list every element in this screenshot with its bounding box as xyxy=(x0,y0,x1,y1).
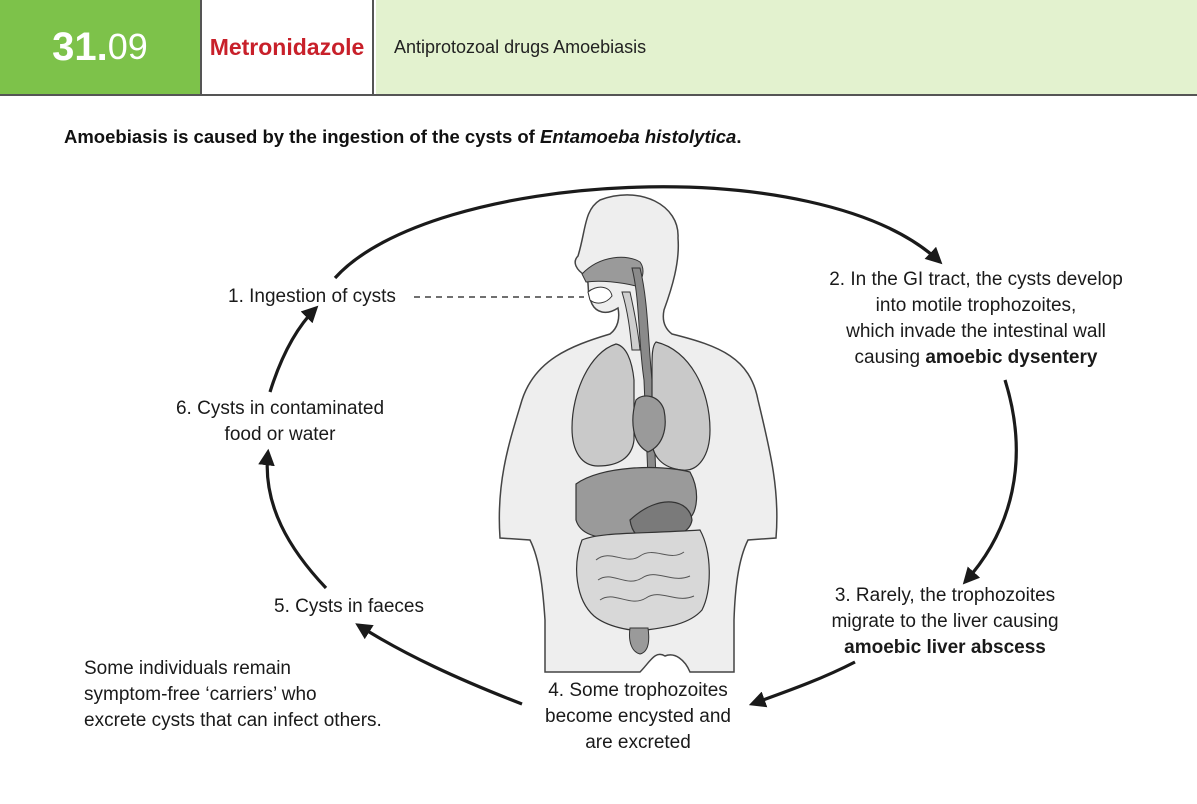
step-5-label: 5. Cysts in faeces xyxy=(274,594,424,620)
arrow-2-to-3 xyxy=(962,379,1018,585)
rectum xyxy=(629,627,650,655)
section-number-minor: 09 xyxy=(107,26,148,67)
arrow-1-to-2 xyxy=(333,185,943,280)
lifecycle-arrows xyxy=(258,185,1018,708)
step-2-line-2: into motile trophozoites, xyxy=(875,295,1077,316)
intestine-loops xyxy=(595,551,695,602)
intro-end: . xyxy=(736,126,742,147)
step-3-label: 3. Rarely, the trophozoites migrate to t… xyxy=(800,583,1090,661)
step-6-line-2: food or water xyxy=(224,424,336,445)
step-3-line-2: migrate to the liver causing xyxy=(831,611,1059,632)
step-2-highlight: amoebic dysentery xyxy=(925,347,1098,368)
intro-text: Amoebiasis is caused by the ingestion of… xyxy=(64,126,540,147)
oral-cavity xyxy=(587,286,613,304)
step-2-line-1: 2. In the GI tract, the cysts develop xyxy=(829,269,1123,290)
category-label: Antiprotozoal drugs Amoebiasis xyxy=(394,36,647,57)
arrow-5-to-6 xyxy=(258,448,328,590)
drug-title: Metronidazole xyxy=(200,0,374,94)
step-4-line-3: are excreted xyxy=(585,732,691,753)
right-lung xyxy=(571,343,635,467)
step-2-line-4-text: causing xyxy=(854,347,926,368)
arrow-6-to-1 xyxy=(268,305,319,393)
carrier-note-line-2: symptom-free ‘carriers’ who xyxy=(84,684,317,705)
carrier-note-line-3: excrete cysts that can infect others. xyxy=(84,710,382,731)
arrow-3-to-4 xyxy=(748,660,856,708)
intro-organism: Entamoeba histolytica xyxy=(539,126,737,147)
arrow-4-to-5 xyxy=(355,623,523,706)
step-4-line-2: become encysted and xyxy=(545,706,731,727)
drug-category: Antiprotozoal drugs Amoebiasis xyxy=(376,0,1197,94)
step-1-text: 1. Ingestion of cysts xyxy=(228,286,396,307)
carrier-note: Some individuals remain symptom-free ‘ca… xyxy=(84,656,382,734)
step-5-text: 5. Cysts in faeces xyxy=(274,596,424,617)
step-6-line-1: 6. Cysts in contaminated xyxy=(175,398,385,419)
intro-heading: Amoebiasis is caused by the ingestion of… xyxy=(64,126,741,148)
step-2-line-4: causing amoebic dysentery xyxy=(806,345,1146,371)
nasal-cavity xyxy=(581,256,644,287)
human-figure xyxy=(498,194,778,673)
step-1-label: 1. Ingestion of cysts xyxy=(228,284,396,310)
drug-name: Metronidazole xyxy=(209,33,365,60)
step-2-label: 2. In the GI tract, the cysts develop in… xyxy=(806,267,1146,371)
trachea xyxy=(621,291,641,351)
page-header: 31.09 Metronidazole Antiprotozoal drugs … xyxy=(0,0,1197,96)
intestines xyxy=(576,529,710,631)
step-3-highlight: amoebic liver abscess xyxy=(844,637,1046,658)
step-2-line-3: which invade the intestinal wall xyxy=(846,321,1106,342)
step-4-line-1: 4. Some trophozoites xyxy=(548,680,728,701)
step-6-label: 6. Cysts in contaminated food or water xyxy=(140,396,420,448)
step-4-label: 4. Some trophozoites become encysted and… xyxy=(508,678,768,756)
section-number-major: 31. xyxy=(52,24,108,69)
heart xyxy=(632,395,666,453)
step-3-line-1: 3. Rarely, the trophozoites xyxy=(834,585,1056,606)
carrier-note-line-1: Some individuals remain xyxy=(84,658,291,679)
step-3-line-3: amoebic liver abscess xyxy=(800,635,1090,661)
section-number: 31.09 xyxy=(0,0,200,94)
